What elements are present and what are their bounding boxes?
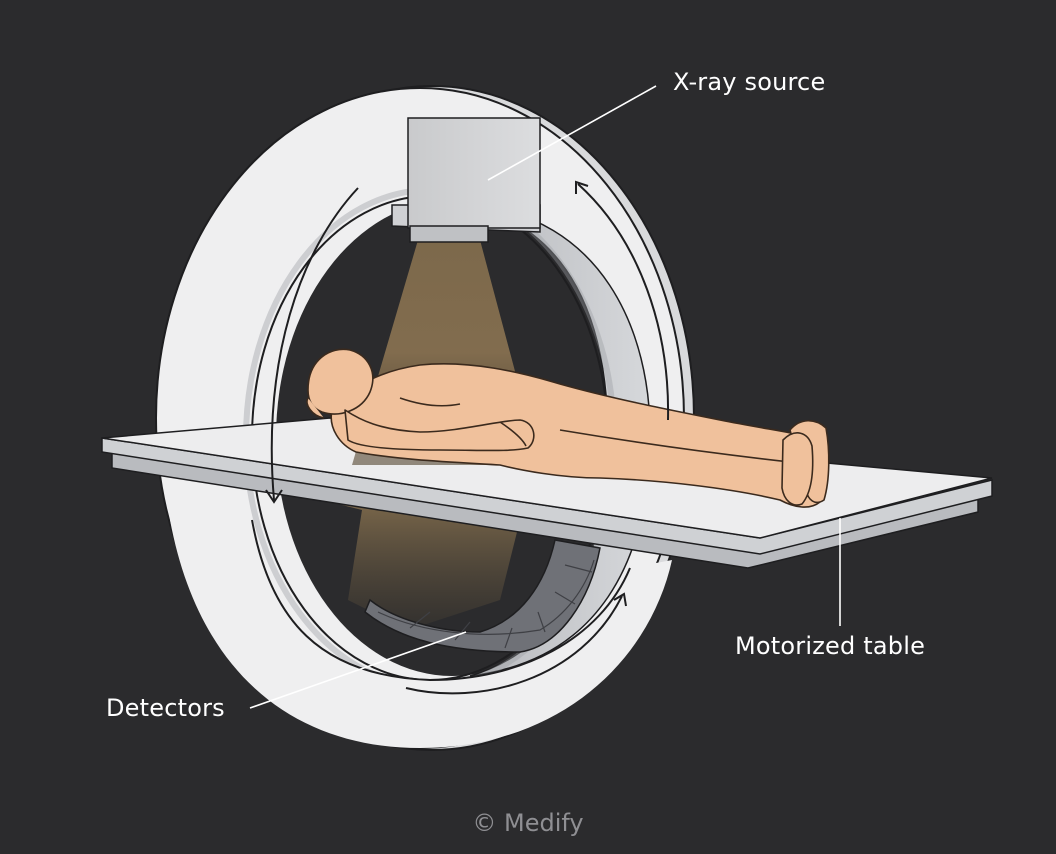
leader-line-detectors (249, 631, 467, 709)
xray-beam-lower (342, 505, 520, 630)
motorized-table (101, 417, 993, 569)
leader-line-xray-source (487, 85, 657, 181)
label-xray-source: X-ray source (673, 68, 826, 96)
label-motorized-table: Motorized table (735, 632, 926, 660)
rotation-arrow-icon (405, 592, 627, 695)
gantry-ring-lower (170, 520, 672, 748)
rotation-arrow-icon (575, 180, 670, 421)
detector-array (364, 539, 601, 653)
xray-source-housing (391, 117, 541, 243)
leader-lines (249, 85, 841, 709)
label-detectors: Detectors (106, 694, 225, 722)
patient (306, 348, 830, 508)
copyright-credit: © Medify (472, 809, 584, 837)
rotation-arrow-icon (265, 187, 359, 504)
